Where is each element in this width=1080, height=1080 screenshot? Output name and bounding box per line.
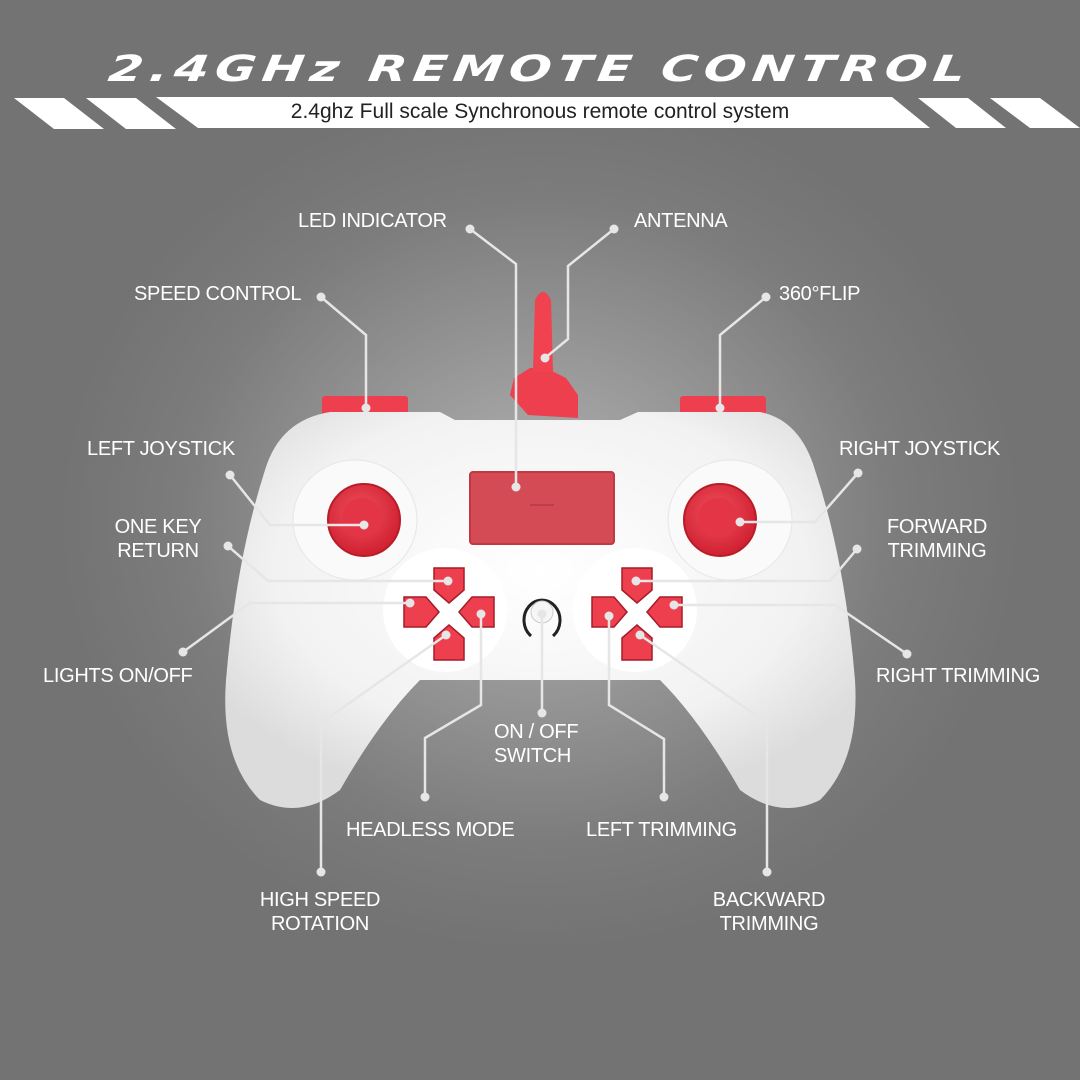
leader-dots (178, 224, 912, 877)
stripe-right-1 (918, 98, 1006, 128)
label-right-joystick: RIGHT JOYSTICK (839, 438, 1001, 460)
label-one-key-return-line1: ONE KEY (114, 516, 202, 538)
left-joystick[interactable] (327, 483, 401, 557)
stripe-left-1 (14, 98, 104, 129)
label-high-speed-rotation: HIGH SPEED ROTATION (258, 888, 382, 936)
stripe-left-2 (86, 98, 176, 129)
label-on-off-switch-line2: SWITCH (494, 745, 572, 767)
label-antenna: ANTENNA (634, 210, 728, 232)
subtitle-band (156, 97, 930, 128)
label-on-off-switch-line1: ON / OFF (494, 721, 579, 743)
label-lights-on-off: LIGHTS ON/OFF (43, 665, 193, 687)
right-joystick[interactable] (683, 483, 757, 557)
stripe-right-2 (990, 98, 1080, 128)
label-backward-trimming: BACKWARD TRIMMING (708, 888, 830, 936)
label-360-flip: 360°FLIP (779, 283, 861, 305)
forward-trimming-button[interactable] (621, 567, 653, 604)
label-high-speed-rotation-line2: ROTATION (271, 913, 369, 935)
label-backward-trimming-line2: TRIMMING (719, 913, 819, 935)
label-right-trimming: RIGHT TRIMMING (876, 665, 1040, 687)
backward-trimming-button[interactable] (621, 624, 653, 661)
page-subtitle: 2.4ghz Full scale Synchronous remote con… (290, 100, 790, 123)
label-backward-trimming-line1: BACKWARD (712, 889, 826, 911)
label-high-speed-rotation-line1: HIGH SPEED (259, 889, 381, 911)
label-speed-control: SPEED CONTROL (134, 283, 302, 305)
label-on-off-switch: ON / OFF SWITCH (494, 720, 584, 768)
label-left-joystick: LEFT JOYSTICK (87, 438, 235, 460)
headless-mode-button[interactable] (458, 596, 495, 628)
antenna (510, 292, 578, 418)
leader-lines (182, 228, 908, 872)
header-stripe-banner (14, 97, 1080, 129)
one-key-return-button[interactable] (433, 567, 465, 604)
label-one-key-return: ONE KEY RETURN (112, 515, 204, 563)
label-forward-trimming-line1: FORWARD (886, 516, 988, 538)
high-speed-rotation-button[interactable] (433, 624, 465, 661)
label-left-trimming: LEFT TRIMMING (586, 819, 737, 841)
label-led-indicator: LED INDICATOR (298, 210, 447, 232)
label-one-key-return-line2: RETURN (117, 540, 199, 562)
label-forward-trimming: FORWARD TRIMMING (884, 515, 990, 563)
led-indicator-panel (469, 471, 615, 545)
label-forward-trimming-line2: TRIMMING (887, 540, 987, 562)
label-headless-mode: HEADLESS MODE (346, 819, 515, 841)
